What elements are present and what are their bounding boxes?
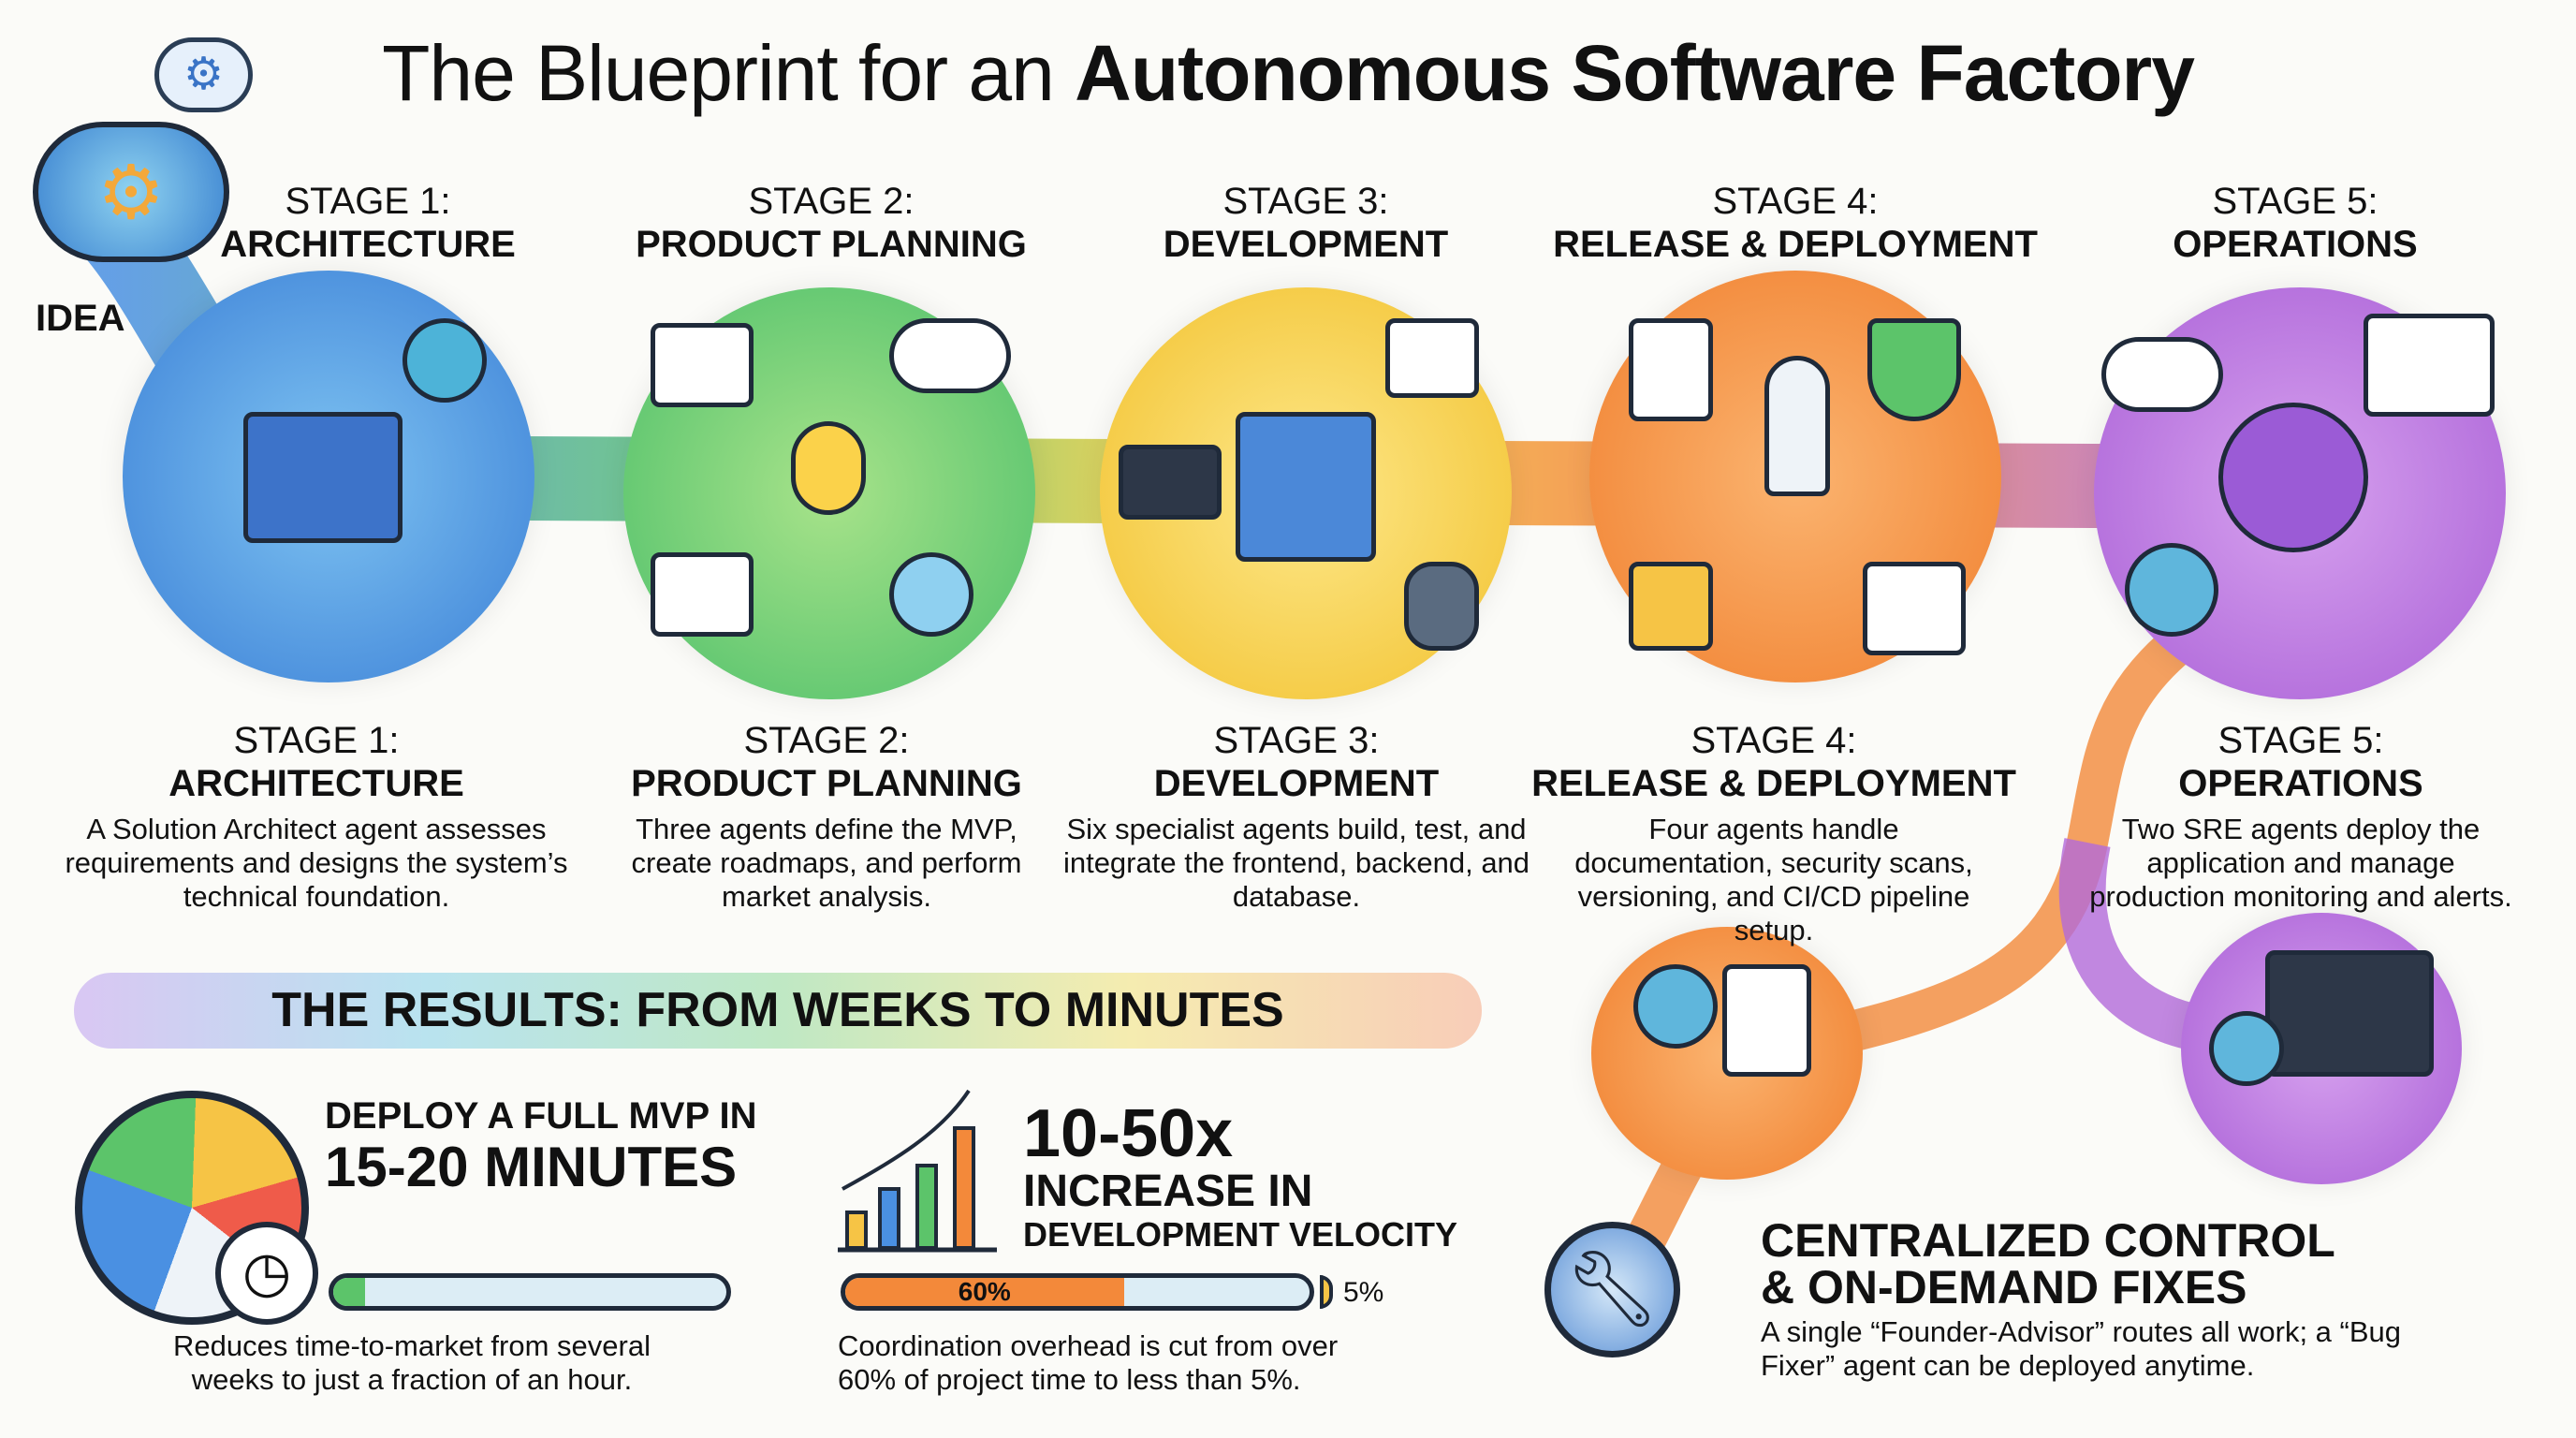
mvp-line1: DEPLOY A FULL MVP IN xyxy=(325,1095,757,1137)
control-line1: CENTRALIZED CONTROL xyxy=(1761,1214,2335,1267)
stage-2-label: STAGE 2:PRODUCT PLANNING xyxy=(631,720,1022,804)
velocity-line1: 10-50x xyxy=(1023,1096,1234,1171)
wrench-hub-icon: 🔧︎ xyxy=(1544,1222,1680,1357)
mvp-description: Reduces time-to-market from several week… xyxy=(173,1329,651,1396)
stage-1-description: A Solution Architect agent assesses requ… xyxy=(65,813,568,913)
calendar-clock-icon xyxy=(651,552,754,637)
stage-1-label: STAGE 1:ARCHITECTURE xyxy=(168,720,464,804)
stage-3-top-label: STAGE 3:DEVELOPMENT xyxy=(1163,181,1449,265)
results-banner: THE RESULTS: FROM WEEKS TO MINUTES xyxy=(74,973,1482,1049)
document-icon xyxy=(1629,318,1713,421)
monitor-chart-icon xyxy=(2265,950,2434,1077)
velocity-description: Coordination overhead is cut from over 6… xyxy=(838,1329,1339,1396)
velocity-line2: INCREASE IN xyxy=(1023,1167,1313,1216)
stage-5-label: STAGE 5:OPERATIONS xyxy=(2178,720,2423,804)
stage-1-top-label: STAGE 1:ARCHITECTURE xyxy=(220,181,516,265)
stage-4-label: STAGE 4:RELEASE & DEPLOYMENT xyxy=(1531,720,2016,804)
pipeline-icon xyxy=(1863,562,1966,655)
play-button-icon xyxy=(2218,403,2368,552)
alert-chart-icon xyxy=(2364,314,2495,417)
database-icon xyxy=(1404,562,1479,651)
mvp-progress-fill xyxy=(333,1278,365,1306)
control-description: A single “Founder-Advisor” routes all wo… xyxy=(1761,1315,2402,1382)
overhead-progress-bar: 60% xyxy=(841,1273,1314,1311)
globe-search-icon xyxy=(889,552,973,637)
cloud-search-icon xyxy=(889,318,1011,393)
velocity-line3: DEVELOPMENT VELOCITY xyxy=(1023,1215,1458,1254)
mvp-line2: 15-20 MINUTES xyxy=(325,1136,738,1198)
code-window-icon xyxy=(1119,445,1222,520)
stage-2-description: Three agents define the MVP, create road… xyxy=(631,813,1022,913)
stage-4-top-label: STAGE 4:RELEASE & DEPLOYMENT xyxy=(1553,181,2038,265)
brain-icon: ⚙ xyxy=(33,122,229,262)
lightbulb-icon xyxy=(791,421,866,515)
stage-5-top-label: STAGE 5:OPERATIONS xyxy=(2173,181,2418,265)
clock-icon: ◷ xyxy=(215,1222,318,1325)
blueprint-icon xyxy=(243,412,402,543)
robot-operator-icon xyxy=(2125,543,2218,637)
padlock-icon xyxy=(1629,562,1713,651)
thought-bubble-gear-icon: ⚙ xyxy=(154,37,253,112)
overhead-progress-fill: 60% xyxy=(845,1278,1124,1306)
rocket-icon xyxy=(1764,356,1830,496)
cloud-upload-icon xyxy=(2101,337,2223,412)
stage-3-description: Six specialist agents build, test, and i… xyxy=(1062,813,1530,913)
control-line2: & ON-DEMAND FIXES xyxy=(1761,1261,2247,1313)
city-build-icon xyxy=(1236,412,1376,562)
stage-2-top-label: STAGE 2:PRODUCT PLANNING xyxy=(636,181,1027,265)
stage-4-description: Four agents handle documentation, securi… xyxy=(1574,813,1973,946)
stage-3-label: STAGE 3:DEVELOPMENT xyxy=(1153,720,1440,804)
robot-monitor-icon xyxy=(2209,1011,2284,1086)
robot-laptop-icon xyxy=(1633,964,1718,1049)
page-title: The Blueprint for an Autonomous Software… xyxy=(382,29,2195,117)
growth-chart-icon xyxy=(838,1089,997,1253)
stage-5-description: Two SRE agents deploy the application an… xyxy=(2089,813,2512,913)
documents-icon xyxy=(1722,964,1811,1077)
mvp-progress-bar xyxy=(329,1273,731,1311)
calendar-icon xyxy=(651,323,754,407)
target-marker-label: 5% xyxy=(1343,1277,1384,1308)
speedometer-clock-icon xyxy=(75,1091,309,1325)
monitor-gear-icon xyxy=(1385,318,1479,398)
robot-architect-icon xyxy=(402,318,487,403)
target-marker xyxy=(1320,1275,1333,1309)
idea-label: IDEA xyxy=(36,298,125,339)
shield-lock-icon xyxy=(1867,318,1961,421)
